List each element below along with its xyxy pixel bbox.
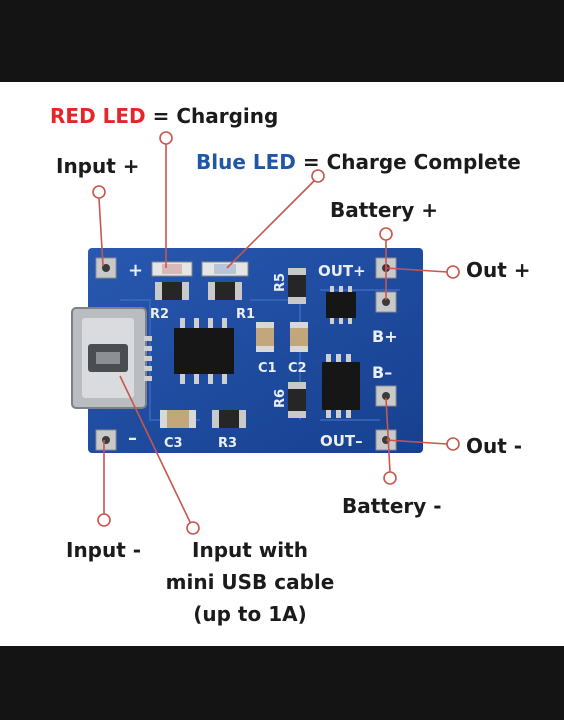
callout-line-out-plus bbox=[385, 267, 448, 273]
silk-r6: R6 bbox=[273, 389, 288, 408]
red-led-lens bbox=[162, 264, 182, 274]
silk-r2: R2 bbox=[150, 307, 169, 322]
callout-lines bbox=[92, 131, 460, 535]
callout-line-battery-minus bbox=[385, 397, 391, 473]
silk-c3: C3 bbox=[164, 436, 183, 451]
capacitors bbox=[160, 322, 308, 428]
callout-dot-battery-plus bbox=[379, 227, 393, 241]
callout-line-blue-led bbox=[226, 179, 316, 269]
silk-c1: C1 bbox=[258, 361, 277, 376]
pads bbox=[95, 257, 397, 451]
label-battery-minus: Battery - bbox=[342, 494, 442, 518]
label-blue-led-charge-complete: Blue LED = Charge Complete bbox=[196, 150, 521, 174]
silk-minus: – bbox=[128, 428, 137, 449]
red-led-text: RED LED bbox=[50, 104, 146, 128]
callout-dot-out-minus bbox=[446, 437, 460, 451]
callout-line-out-minus bbox=[385, 439, 448, 445]
callout-dot-input-plus bbox=[92, 185, 106, 199]
callout-line-input-plus bbox=[98, 197, 104, 267]
silk-r3: R3 bbox=[218, 436, 237, 451]
silk-out-minus: OUT– bbox=[320, 432, 363, 450]
callout-dot-usb bbox=[186, 521, 200, 535]
callout-dot-red-led bbox=[159, 131, 173, 145]
silk-r5: R5 bbox=[273, 273, 288, 292]
silk-b-plus: B+ bbox=[372, 327, 398, 346]
top-letterbox bbox=[0, 0, 564, 82]
callout-dot-battery-minus bbox=[383, 471, 397, 485]
silk-b-minus: B– bbox=[372, 363, 392, 382]
silk-c2: C2 bbox=[288, 361, 307, 376]
label-out-minus: Out - bbox=[466, 434, 523, 458]
label-input-plus: Input + bbox=[56, 154, 140, 178]
usb-line-2: mini USB cable bbox=[165, 570, 335, 594]
callout-dot-out-plus bbox=[446, 265, 460, 279]
usb-line-3: (up to 1A) bbox=[193, 602, 307, 626]
label-usb-input: Input with mini USB cable (up to 1A) bbox=[0, 538, 500, 626]
blue-led-lens bbox=[214, 264, 236, 274]
smd-resistors-top bbox=[155, 268, 306, 418]
label-battery-plus: Battery + bbox=[330, 198, 439, 222]
silk-out-plus: OUT+ bbox=[318, 262, 366, 280]
label-red-led-charging: RED LED = Charging bbox=[50, 104, 278, 128]
label-input-minus: Input - bbox=[66, 538, 142, 562]
usb-line-1: Input with bbox=[192, 538, 308, 562]
silk-plus: + bbox=[128, 260, 143, 281]
protection-chips bbox=[322, 286, 360, 418]
callout-line-usb bbox=[119, 375, 191, 523]
charge-complete-text: = Charge Complete bbox=[302, 150, 521, 174]
callout-dot-input-minus bbox=[97, 513, 111, 527]
charging-text: = Charging bbox=[152, 104, 279, 128]
silk-r1: R1 bbox=[236, 307, 255, 322]
blue-led-text: Blue LED bbox=[196, 150, 296, 174]
label-out-plus: Out + bbox=[466, 258, 531, 282]
micro-usb-port bbox=[71, 307, 152, 409]
callout-dot-blue-led bbox=[311, 169, 325, 183]
bottom-letterbox bbox=[0, 646, 564, 720]
charger-ic bbox=[174, 318, 234, 384]
